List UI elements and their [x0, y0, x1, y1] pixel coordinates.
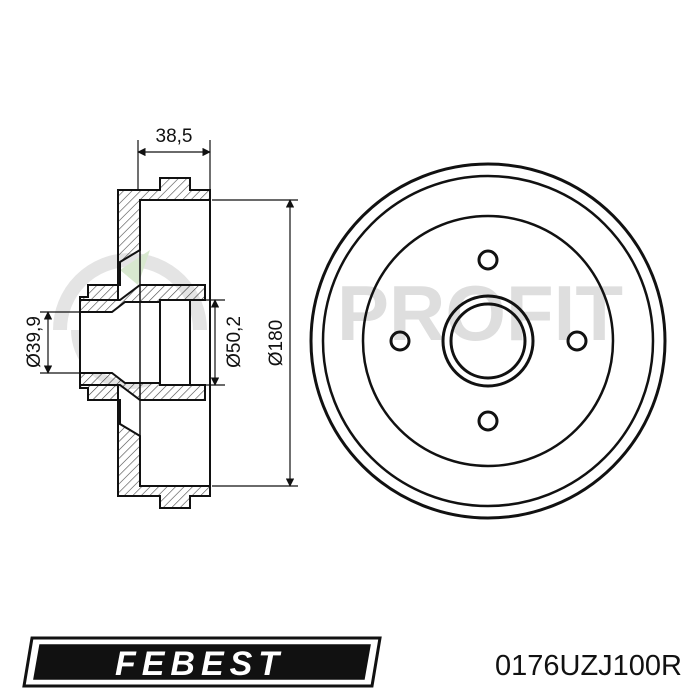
drum-side-section: 38,5 Ø39,9 Ø50,2 Ø180 — [24, 126, 298, 509]
febest-logo-inner-frame — [33, 644, 371, 680]
part-number: 0176UZJ100R — [495, 650, 682, 682]
febest-logo: FEBEST — [22, 636, 382, 688]
bolt-hole-left — [389, 330, 411, 352]
bore-small-dimension-label: Ø39,9 — [24, 316, 45, 368]
outer-diameter-dimension-label: Ø180 — [266, 320, 287, 366]
bolt-hole-right — [566, 330, 588, 352]
watermark-text: PROFIT — [337, 269, 623, 357]
hub-bore — [79, 301, 161, 384]
hub-inner-bore — [159, 299, 191, 386]
bolt-hole-top — [477, 249, 499, 271]
hub-inner-circle — [449, 302, 527, 380]
outer-rim-inner-circle — [321, 174, 655, 508]
outer-rim-circle — [309, 162, 667, 520]
drum-front-view — [309, 162, 667, 520]
watermark: PROFIT — [53, 250, 623, 389]
lower-wall-section — [79, 384, 211, 509]
braking-surface-circle — [361, 214, 615, 468]
febest-logo-text: FEBEST — [115, 645, 285, 683]
upper-wall-section — [79, 177, 211, 301]
bolt-hole-bottom — [477, 410, 499, 432]
bore-inner-dimension-label: Ø50,2 — [224, 316, 245, 368]
hub-outer-circle — [441, 294, 535, 388]
width-dimension-label: 38,5 — [156, 126, 193, 147]
